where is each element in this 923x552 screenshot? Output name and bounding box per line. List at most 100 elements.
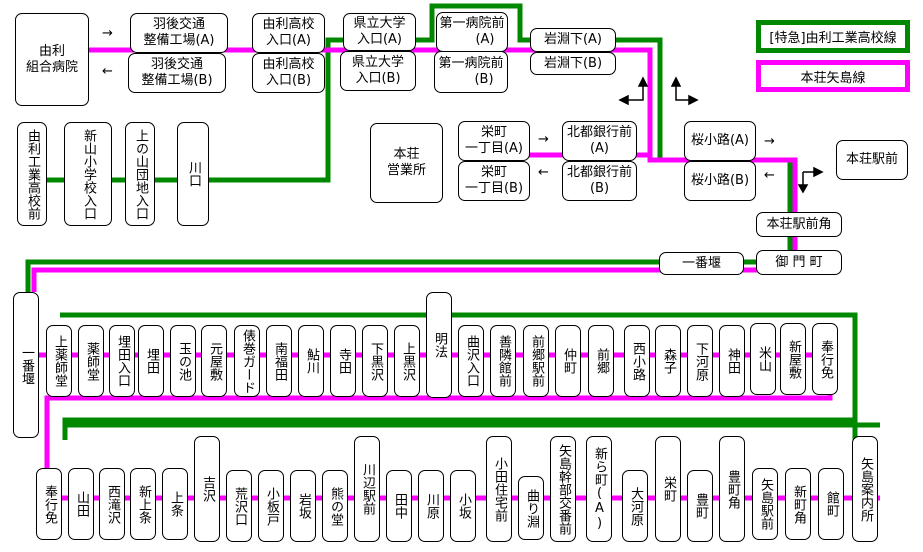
row2-stop[interactable]: 田中 (386, 470, 412, 542)
row2-stop[interactable]: 西滝沢 (99, 468, 125, 540)
row1-stop[interactable]: 薬師堂 (78, 325, 104, 397)
stop-honjo-ekimae[interactable]: 本荘駅前 (836, 140, 908, 180)
row2-stop[interactable]: 豊町 (687, 470, 713, 542)
row2-stop[interactable]: 山田 (68, 468, 94, 540)
stop-daiichi-byoin-b[interactable]: 第一病院前 (B) (434, 51, 508, 93)
row1-stop[interactable]: 西小路 (624, 325, 650, 397)
stop-gomon-machi[interactable]: 御 門 町 (756, 250, 842, 275)
row1-stop[interactable]: 善隣館前 (490, 325, 516, 397)
stop-sakaemachi-a[interactable]: 栄町 一丁目(A) (458, 121, 530, 161)
row1-stop[interactable]: 元屋敷 (201, 325, 227, 397)
stop-sakura-koji-a[interactable]: 桜小路(A) (684, 121, 756, 161)
row2-stop[interactable]: 大河原 (622, 470, 648, 542)
row2-stop[interactable]: 新ら町(A) (586, 436, 612, 542)
arrow-left: ← (538, 165, 549, 180)
stop-ugo-kotsu-a[interactable]: 羽後交通 整備工場(A) (130, 13, 228, 53)
stop-label: 栄町 (661, 476, 676, 502)
row1-stop[interactable]: 玉の池 (170, 325, 196, 397)
row1-stop[interactable]: 明法 (426, 292, 452, 398)
row1-stop[interactable]: 神田 (719, 325, 745, 397)
row1-stop[interactable]: 前郷駅前 (523, 325, 549, 397)
stop-yuri-koko-a[interactable]: 由利高校 入口(A) (252, 13, 325, 53)
row1-stop[interactable]: 前郷 (588, 325, 614, 397)
row2-stop[interactable]: 矢島案内所 (852, 436, 878, 542)
row2-stop[interactable]: 吉沢 (194, 436, 220, 542)
row1-stop[interactable]: 仲町 (555, 325, 581, 397)
row1-stop[interactable]: 俵巻ガード (234, 325, 260, 397)
stop-kenritsu-daigaku-a[interactable]: 県立大学 入口(A) (343, 13, 416, 51)
row1-stop[interactable]: 下黒沢 (362, 325, 388, 397)
row1-stop[interactable]: 奉行免 (812, 323, 838, 395)
stop-niiyama-shogakko[interactable]: 新山小学校入口 (64, 122, 112, 226)
row2-stop[interactable]: 小坂 (450, 470, 476, 542)
stop-iwabuchishita-b[interactable]: 岩淵下(B) (530, 52, 616, 75)
stop-label: 矢島幹部交番前 (556, 443, 571, 535)
row1-stop[interactable]: 新屋敷 (780, 323, 806, 395)
stop-label: 善隣館前 (496, 335, 511, 387)
row1-stop[interactable]: 上黒沢 (394, 325, 420, 397)
stop-label: 仲町 (561, 348, 576, 374)
stop-label: 川原 (424, 493, 439, 519)
stop-honjo-eigyosho[interactable]: 本荘 営業所 (370, 123, 443, 203)
row2-stop[interactable]: 新町角 (785, 468, 811, 540)
row1-stop[interactable]: 米山 (750, 323, 776, 395)
row1-stop[interactable]: 曲沢入口 (458, 325, 484, 397)
stop-label: 米山 (756, 346, 771, 372)
row1-stop[interactable]: 下河原 (687, 325, 713, 397)
stop-hokuto-ginko-b[interactable]: 北都銀行前 (B) (562, 161, 637, 201)
row2-stop[interactable]: 小板戸 (258, 470, 284, 542)
row2-stop[interactable]: 新上条 (130, 468, 156, 540)
row2-stop[interactable]: 上条 (162, 468, 188, 540)
row2-stop[interactable]: 川辺駅前 (354, 436, 380, 542)
stop-ugo-kotsu-b[interactable]: 羽後交通 整備工場(B) (128, 53, 226, 93)
arrow-left: ← (102, 64, 113, 79)
stop-kawaguchi[interactable]: 川口 (177, 122, 209, 226)
stop-sakaemachi-b[interactable]: 栄町 一丁目(B) (458, 161, 530, 201)
stop-label: 明法 (432, 332, 447, 358)
row2-stop[interactable]: 小田住宅前 (486, 436, 512, 542)
row1-stop[interactable]: 上薬師堂 (46, 325, 72, 397)
stop-yuri-kogyo-koko[interactable]: 由利工業高校前 (17, 122, 47, 226)
row2-stop[interactable]: 豊町角 (719, 436, 745, 542)
stop-label: 俵巻ガード (240, 328, 255, 394)
row1-stop[interactable]: 鮎川 (298, 325, 324, 397)
stop-label: 玉の池 (176, 341, 191, 381)
stop-yuri-koko-b[interactable]: 由利高校 入口(B) (252, 53, 325, 93)
row2-stop[interactable]: 館町 (818, 468, 844, 540)
row1-stop[interactable]: 一番堰 (13, 292, 39, 438)
stop-kenritsu-daigaku-b[interactable]: 県立大学 入口(B) (340, 51, 416, 91)
row2-stop[interactable]: 奉行免 (36, 468, 62, 540)
stop-label: 下河原 (693, 341, 708, 381)
stop-label: 一番堰 (19, 345, 34, 385)
stop-honjo-ekimae-kado[interactable]: 本荘駅前角 (756, 212, 842, 237)
row2-stop[interactable]: 荒沢口 (226, 470, 252, 542)
row2-stop[interactable]: 矢島駅前 (752, 468, 778, 540)
stop-label: 前郷駅前 (529, 335, 544, 387)
stop-ichibanzeki-top[interactable]: 一番堰 (659, 252, 744, 275)
stop-label: 上黒沢 (400, 341, 415, 381)
row2-stop[interactable]: 川原 (418, 470, 444, 542)
stop-label: 小坂 (456, 493, 471, 519)
row1-stop[interactable]: 埋田入口 (109, 325, 135, 397)
stop-daiichi-byoin-a[interactable]: 第一病院前 (A) (436, 12, 508, 52)
row1-stop[interactable]: 埋田 (138, 325, 164, 397)
row2-stop[interactable]: 熊の堂 (322, 470, 348, 542)
yashima-line-path (30, 47, 880, 501)
row1-stop[interactable]: 寺田 (330, 325, 356, 397)
stop-sakura-koji-b[interactable]: 桜小路(B) (684, 161, 756, 201)
stop-hokuto-ginko-a[interactable]: 北都銀行前 (A) (562, 121, 637, 161)
row2-stop[interactable]: 矢島幹部交番前 (550, 436, 576, 542)
row2-stop[interactable]: 岩坂 (290, 470, 316, 542)
stop-iwabuchishita-a[interactable]: 岩淵下(A) (530, 28, 616, 52)
stop-label: 新ら町(A) (592, 447, 607, 531)
stop-label: 鮎川 (304, 348, 319, 374)
stop-label: 寺田 (336, 348, 351, 374)
stop-yuri-kumiai-hospital[interactable]: 由利 組合病院 (15, 13, 89, 106)
row1-stop[interactable]: 南福田 (266, 325, 292, 397)
arrow-right: → (538, 132, 549, 147)
row1-stop[interactable]: 森子 (655, 325, 681, 397)
stop-label: 豊町 (693, 493, 708, 519)
row2-stop[interactable]: 栄町 (655, 436, 681, 542)
row2-stop[interactable]: 曲り淵 (518, 476, 544, 540)
stop-uenoyama-danchi[interactable]: 上の山団地入口 (125, 122, 155, 226)
